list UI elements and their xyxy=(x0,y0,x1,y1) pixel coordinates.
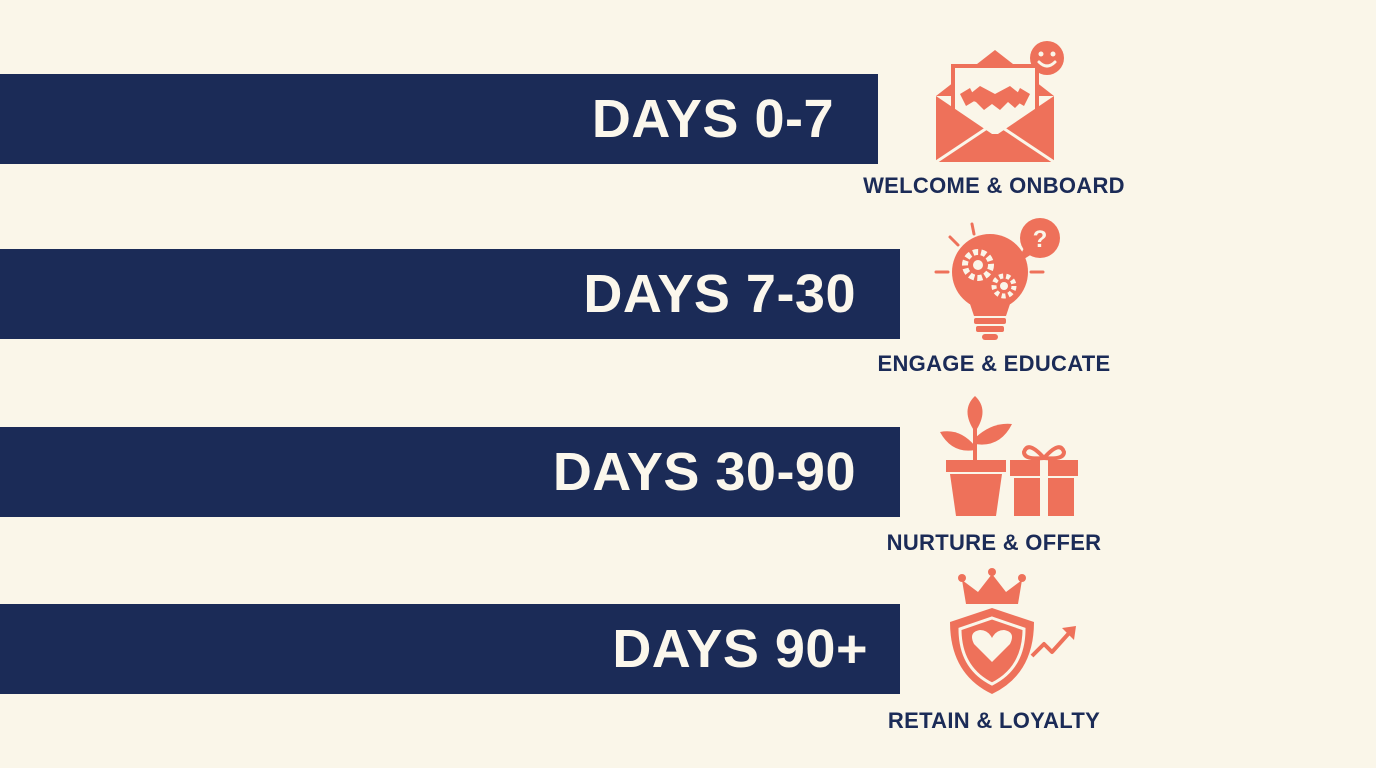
plant-gift-icon xyxy=(920,388,1080,538)
stage-band-days-30-90: DAYS 30-90 xyxy=(0,427,900,517)
stage-caption: ENGAGE & EDUCATE xyxy=(877,351,1111,376)
stage-caption: RETAIN & LOYALTY xyxy=(887,708,1101,733)
svg-text:?: ? xyxy=(1033,226,1048,253)
stage-days-label: DAYS 7-30 xyxy=(583,264,856,324)
stage-caption: WELCOME & ONBOARD xyxy=(863,173,1125,198)
stage-band-days-0-7: DAYS 0-7 xyxy=(0,74,878,164)
stage-days-label: DAYS 30-90 xyxy=(552,442,856,502)
stage-caption: NURTURE & OFFER xyxy=(886,530,1102,555)
stage-days-label: DAYS 0-7 xyxy=(591,89,834,149)
lightbulb-gears-icon: ? xyxy=(920,210,1080,360)
stage-band-days-7-30: DAYS 7-30 xyxy=(0,249,900,339)
stage-days-label: DAYS 90+ xyxy=(612,619,868,679)
handshake-envelope-icon xyxy=(920,36,1080,186)
crown-shield-heart-icon xyxy=(920,566,1080,716)
stage-band-days-90-plus: DAYS 90+ xyxy=(0,604,900,694)
